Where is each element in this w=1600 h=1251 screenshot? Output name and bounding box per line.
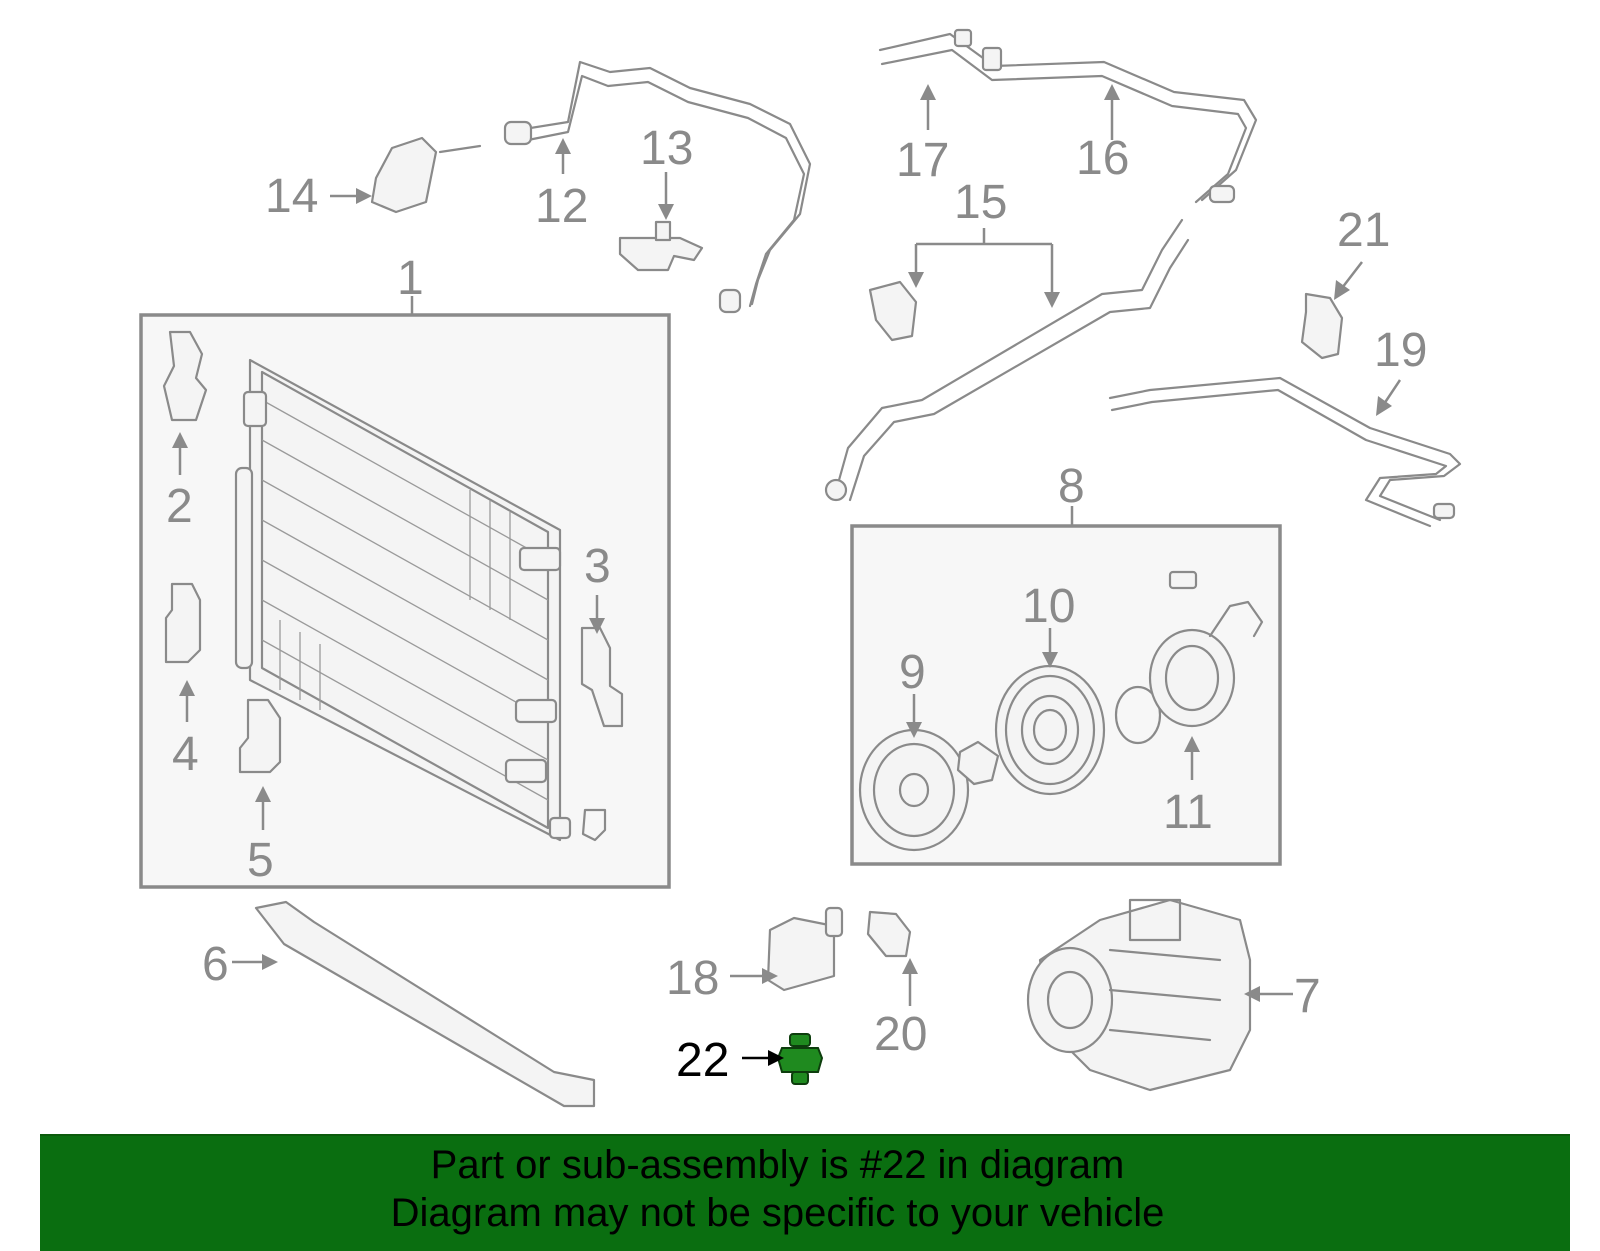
field-coil-11 xyxy=(1148,570,1264,728)
callout-3: 3 xyxy=(584,540,611,593)
bracket-3 xyxy=(580,626,624,728)
callout-4: 4 xyxy=(172,728,199,781)
callout-15: 15 xyxy=(954,176,1007,229)
callout-14: 14 xyxy=(265,170,318,223)
snap-ring xyxy=(1114,685,1162,745)
bracket-21 xyxy=(1300,292,1344,360)
bracket-2 xyxy=(162,330,208,422)
callout-2: 2 xyxy=(166,480,193,533)
callout-6: 6 xyxy=(202,938,229,991)
callout-20: 20 xyxy=(874,1008,927,1061)
bracket-13 xyxy=(618,236,704,272)
pressure-plate-9 xyxy=(858,728,970,852)
pressure-switch-22[interactable] xyxy=(776,1033,824,1085)
bracket-15 xyxy=(868,280,918,342)
pipe-19 xyxy=(1108,376,1462,522)
callout-13: 13 xyxy=(640,122,693,175)
banner-disclaimer: Diagram may not be specific to your vehi… xyxy=(390,1191,1165,1235)
callout-12: 12 xyxy=(535,180,588,233)
banner-part-note: Part or sub-assembly is #22 in diagram xyxy=(430,1143,1125,1187)
info-banner: Part or sub-assembly is #22 in diagram D… xyxy=(40,1134,1570,1251)
callout-5: 5 xyxy=(247,834,274,887)
callout-10: 10 xyxy=(1022,580,1075,633)
compressor-7 xyxy=(1026,898,1252,1092)
callout-8: 8 xyxy=(1058,460,1085,513)
bracket-18 xyxy=(766,916,836,992)
suction-hose-15 xyxy=(832,218,1184,500)
condenser-drawing xyxy=(234,358,607,842)
callout-1: 1 xyxy=(397,252,424,305)
callout-9: 9 xyxy=(899,646,926,699)
callout-16: 16 xyxy=(1076,132,1129,185)
bracket-5 xyxy=(238,698,282,774)
callout-19: 19 xyxy=(1374,324,1427,377)
callout-7: 7 xyxy=(1294,970,1321,1023)
callout-11: 11 xyxy=(1163,786,1213,839)
callout-18: 18 xyxy=(666,952,719,1005)
callout-21: 21 xyxy=(1337,204,1390,257)
callout-17: 17 xyxy=(896,134,949,187)
bracket-14 xyxy=(370,136,438,214)
pulley-10 xyxy=(994,664,1106,796)
callout-22[interactable]: 22 xyxy=(676,1034,729,1087)
bracket-4 xyxy=(164,582,202,664)
bracket-20 xyxy=(866,910,912,958)
seal-strip-6 xyxy=(254,900,596,1108)
leader-lines xyxy=(172,84,1402,1066)
